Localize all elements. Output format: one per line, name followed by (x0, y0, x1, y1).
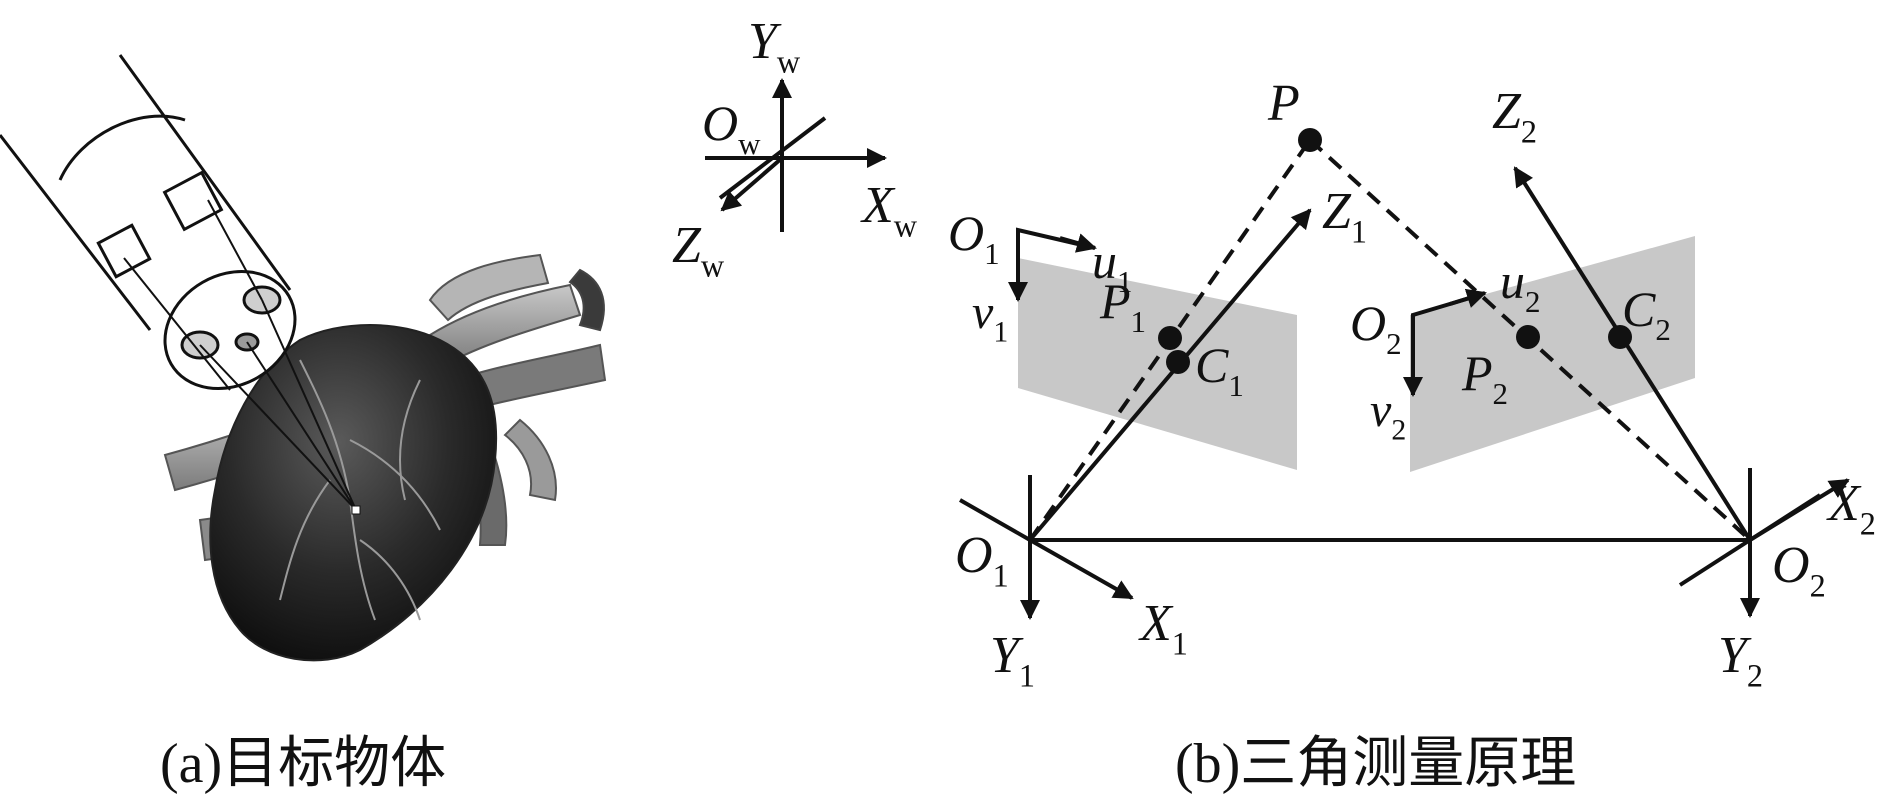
label-O1img: O1 (948, 205, 1000, 271)
label-O1-sub: 1 (993, 558, 1009, 594)
label-C2: C2 (1622, 281, 1671, 347)
label-u2-main: u (1500, 253, 1525, 309)
label-P2-sub: 2 (1493, 376, 1509, 411)
label-O2img-sub: 2 (1386, 326, 1402, 361)
label-Y1-sub: 1 (1019, 658, 1035, 694)
label-u1-main: u (1092, 233, 1117, 289)
image-axes-right (1403, 288, 1487, 397)
world-frame (705, 78, 887, 232)
label-Z2-main: Z (1492, 83, 1522, 140)
label-P1-sub: 1 (1131, 304, 1147, 339)
label-C2-sub: 2 (1655, 312, 1671, 347)
label-Y2-sub: 2 (1747, 658, 1763, 694)
label-Ow-sub: w (738, 126, 761, 161)
point-P2 (1516, 325, 1540, 349)
points (1158, 128, 1632, 374)
label-P: P (1267, 75, 1300, 132)
label-Xw: Xw (860, 177, 918, 244)
label-Ow: Ow (702, 95, 761, 161)
optical-axis-left (1028, 208, 1312, 542)
label-v1-sub: 1 (993, 315, 1008, 348)
image-plane-left (1018, 258, 1297, 470)
label-O1-main: O (955, 527, 993, 584)
label-Z1-main: Z (1322, 183, 1352, 240)
label-P1-main: P (1099, 273, 1131, 329)
label-Ow-main: O (702, 95, 738, 151)
label-X2: X2 (1826, 475, 1876, 542)
label-Yw: Yw (748, 13, 801, 80)
label-C1-main: C (1195, 337, 1229, 393)
label-Z1: Z1 (1322, 183, 1367, 250)
label-P2-main: P (1461, 345, 1493, 401)
label-C1: C1 (1195, 337, 1244, 403)
image-axes-left (1008, 227, 1097, 302)
caption-a: (a)目标物体 (160, 733, 447, 795)
label-O1: O1 (955, 527, 1009, 594)
camera-frame-left (959, 475, 1134, 620)
label-O1img-main: O (948, 205, 984, 261)
label-P2: P2 (1461, 345, 1508, 411)
label-C2-main: C (1622, 281, 1656, 337)
label-C1-sub: 1 (1228, 368, 1244, 403)
label-Z1-sub: 1 (1351, 214, 1367, 250)
label-O2img: O2 (1350, 295, 1402, 361)
label-X1-main: X (1138, 595, 1174, 652)
endoscope (0, 54, 357, 511)
label-Yw-sub: w (777, 44, 801, 80)
label-u1: u1 (1092, 233, 1133, 299)
camera-frame-right (1678, 468, 1850, 618)
label-v2-sub: 2 (1391, 413, 1406, 446)
point-P (1298, 128, 1322, 152)
label-X1-sub: 1 (1172, 626, 1188, 662)
label-Zw-sub: w (701, 248, 725, 284)
label-Yw-main: Y (748, 13, 782, 70)
label-X1: X1 (1138, 595, 1188, 662)
heart-body (209, 324, 498, 662)
label-O2-sub: 2 (1810, 568, 1826, 604)
target-object-illustration (0, 54, 607, 662)
label-P1: P1 (1099, 273, 1146, 339)
label-Y1-main: Y (990, 627, 1024, 684)
label-Z2-sub: 2 (1521, 114, 1537, 150)
label-Y2-main: Y (1718, 627, 1752, 684)
label-O2: O2 (1772, 537, 1826, 604)
optical-axis-right (1513, 166, 1752, 542)
point-C1 (1166, 350, 1190, 374)
label-u2: u2 (1500, 253, 1541, 319)
label-Xw-main: X (860, 177, 896, 234)
label-O2img-main: O (1350, 295, 1386, 351)
label-Zw: Zw (672, 217, 725, 284)
label-O2-main: O (1772, 537, 1810, 594)
point-C2 (1608, 325, 1632, 349)
label-X2-sub: 2 (1860, 506, 1876, 542)
label-v1: v1 (972, 286, 1008, 348)
label-v1-main: v (972, 286, 994, 339)
label-O1img-sub: 1 (984, 236, 1000, 271)
label-u2-sub: 2 (1525, 284, 1541, 319)
label-v2-main: v (1370, 384, 1392, 437)
image-plane-right (1410, 236, 1695, 472)
label-u1-sub: 1 (1117, 264, 1133, 299)
label-Z2: Z2 (1492, 83, 1537, 150)
label-Xw-sub: w (894, 208, 918, 244)
label-Y2: Y2 (1718, 627, 1763, 694)
label-X2-main: X (1826, 475, 1862, 532)
label-v2: v2 (1370, 384, 1406, 446)
label-Y1: Y1 (990, 627, 1035, 694)
label-P-main: P (1267, 75, 1300, 132)
label-Zw-main: Z (672, 217, 702, 274)
caption-b: (b)三角测量原理 (1175, 733, 1577, 795)
target-point (351, 505, 361, 515)
point-P1 (1158, 326, 1182, 350)
